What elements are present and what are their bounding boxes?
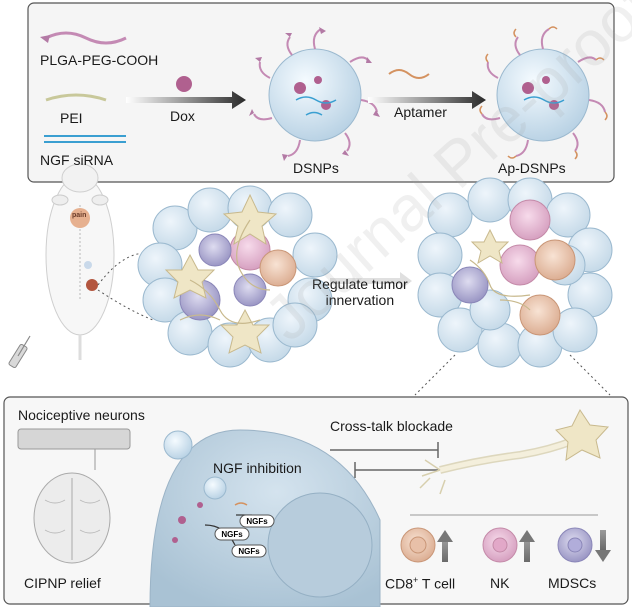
dox-label: Dox xyxy=(170,108,195,124)
legend-cd8-sup: + xyxy=(413,575,419,585)
dox-arrow-icon xyxy=(126,91,246,109)
arrow-up-icon xyxy=(437,530,453,562)
nanoparticle-entering-icon xyxy=(163,430,193,460)
material-label: PLGA-PEG-COOH xyxy=(40,52,159,68)
ap-dsnps-label: Ap-DSNPs xyxy=(498,160,566,176)
zoom-line-icon xyxy=(569,354,611,396)
crosstalk-block-icon xyxy=(330,442,439,478)
syringe-icon xyxy=(8,335,31,369)
legend-cd8-label: CD8+ T cell xyxy=(385,575,455,592)
pei-icon xyxy=(45,93,107,102)
dsnps-label: DSNPs xyxy=(293,160,339,176)
brain-icon xyxy=(33,472,111,564)
arrow-down-icon xyxy=(595,530,611,562)
blockade-label: Cross-talk blockade xyxy=(330,418,453,434)
ngf-tag-label: NGFs xyxy=(238,547,260,556)
pain-tag-icon xyxy=(70,208,90,228)
legend-nk-label: NK xyxy=(490,575,510,591)
ngf-tag: NGFs xyxy=(239,514,275,528)
legend-cd8-rest: T cell xyxy=(418,575,456,592)
regulate-label: Regulate tumor innervation xyxy=(312,276,408,308)
zoom-line-icon xyxy=(414,354,456,396)
neuron-icon xyxy=(419,409,610,495)
legend-nk-icon xyxy=(482,527,518,563)
legend-cd8-name: CD8 xyxy=(385,575,414,592)
dox-molecule-icon xyxy=(176,76,192,92)
mouse-illustration xyxy=(45,163,115,360)
ngf-tag: NGFs xyxy=(214,527,250,541)
aptamer-label: Aptamer xyxy=(394,104,447,120)
ngf-tag: NGFs xyxy=(231,544,267,558)
pain-label: pain xyxy=(72,212,87,219)
regulate-arrow-icon xyxy=(330,272,412,290)
aptamer-arrow-icon xyxy=(368,91,486,109)
neurons-label: Nociceptive neurons xyxy=(18,407,145,423)
legend-mdsc-icon xyxy=(557,527,593,563)
dsnp-icon xyxy=(249,27,380,161)
tumor-before-icon xyxy=(137,185,338,368)
material-label: NGF siRNA xyxy=(40,152,114,168)
ngf-tag-label: NGFs xyxy=(246,517,268,526)
ap-dsnp-icon xyxy=(479,26,608,160)
legend-cd8-icon xyxy=(400,527,436,563)
arrow-up-icon xyxy=(519,530,535,562)
legend-mdsc-label: MDSCs xyxy=(548,575,597,591)
aptamer-icon xyxy=(388,69,430,79)
relief-label: CIPNP relief xyxy=(24,575,101,591)
inhibition-label: NGF inhibition xyxy=(213,460,302,476)
sirna-icon xyxy=(44,135,126,143)
tumor-after-icon xyxy=(417,177,613,368)
dox-release-icon xyxy=(172,502,203,543)
nanoparticle-internal-icon xyxy=(203,476,227,500)
nerve-fiber-icon xyxy=(17,428,131,450)
polymer-end-icon xyxy=(40,35,50,43)
ngf-tag-label: NGFs xyxy=(221,530,243,539)
material-label: PEI xyxy=(60,110,83,126)
plga-peg-cooh-icon xyxy=(45,31,127,45)
zoom-line-icon xyxy=(97,289,154,321)
